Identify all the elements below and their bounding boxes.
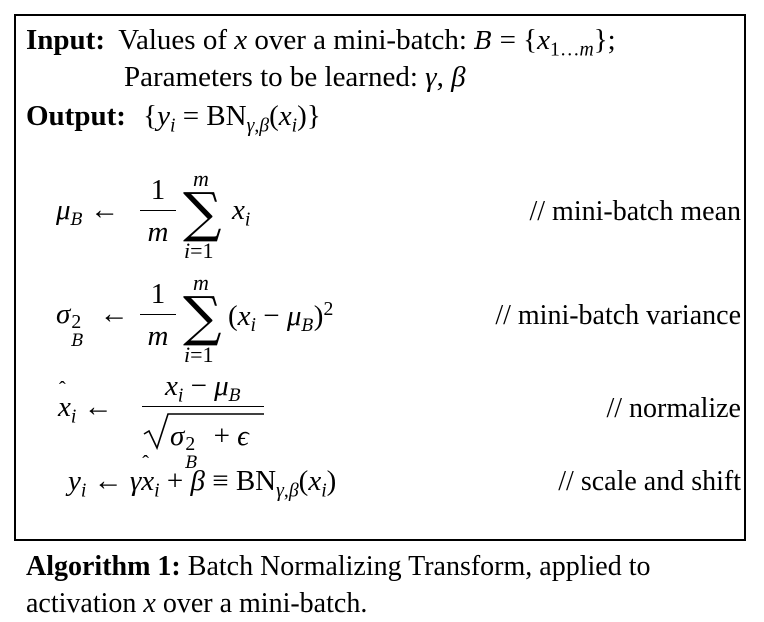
output-label: Output: bbox=[26, 100, 126, 132]
caption-text: Batch Normalizing Transform, applied to … bbox=[26, 551, 651, 619]
output-formula: {yi = BNγ,β(xi)} bbox=[143, 100, 321, 137]
var-x: x bbox=[234, 24, 248, 56]
sum-lower-limit: i=1 bbox=[184, 238, 214, 263]
caption-label: Algorithm 1: bbox=[26, 551, 181, 582]
caption-var-x: x bbox=[143, 588, 156, 619]
comment-normalize: // normalize bbox=[606, 393, 741, 424]
sum-lower-limit-2: i=1 bbox=[184, 342, 214, 367]
algorithm-caption: Algorithm 1: Batch Normalizing Transform… bbox=[26, 548, 746, 622]
input-over-text: over a mini-batch: bbox=[254, 24, 467, 56]
caption-text-end: over a mini-batch. bbox=[162, 588, 368, 619]
input-label: Input: bbox=[26, 24, 105, 56]
sqrt-sign bbox=[143, 413, 264, 451]
algorithm-box bbox=[14, 14, 746, 541]
mean-lhs: μB ← bbox=[56, 194, 120, 230]
variance-rhs: (xi − μB)2 bbox=[228, 298, 334, 337]
one-over-m-fraction-2: 1 m bbox=[140, 276, 176, 356]
sum-upper-limit-2: m bbox=[193, 270, 209, 295]
comment-variance: // mini-batch variance bbox=[495, 300, 741, 331]
sum-upper-limit: m bbox=[193, 166, 209, 191]
batch-set-formula: B = {x1…m}; bbox=[474, 24, 616, 61]
params-text: Parameters to be learned: bbox=[124, 61, 418, 93]
sum-symbol: ∑ bbox=[183, 181, 222, 244]
sum-symbol-2: ∑ bbox=[183, 285, 222, 348]
one-over-m-fraction: 1 m bbox=[140, 172, 176, 252]
params-line: Parameters to be learned: γ, β bbox=[124, 61, 466, 93]
gamma-beta: γ bbox=[425, 61, 437, 93]
input-line: Input: Values of x over a mini-batch: B … bbox=[26, 26, 616, 60]
input-text: Values of bbox=[118, 24, 227, 56]
comment-scale-shift: // scale and shift bbox=[558, 466, 741, 497]
mean-rhs: xi bbox=[232, 194, 251, 231]
output-line: Output: {yi = BNγ,β(xi)} bbox=[26, 102, 321, 136]
comment-mean: // mini-batch mean bbox=[529, 196, 742, 227]
